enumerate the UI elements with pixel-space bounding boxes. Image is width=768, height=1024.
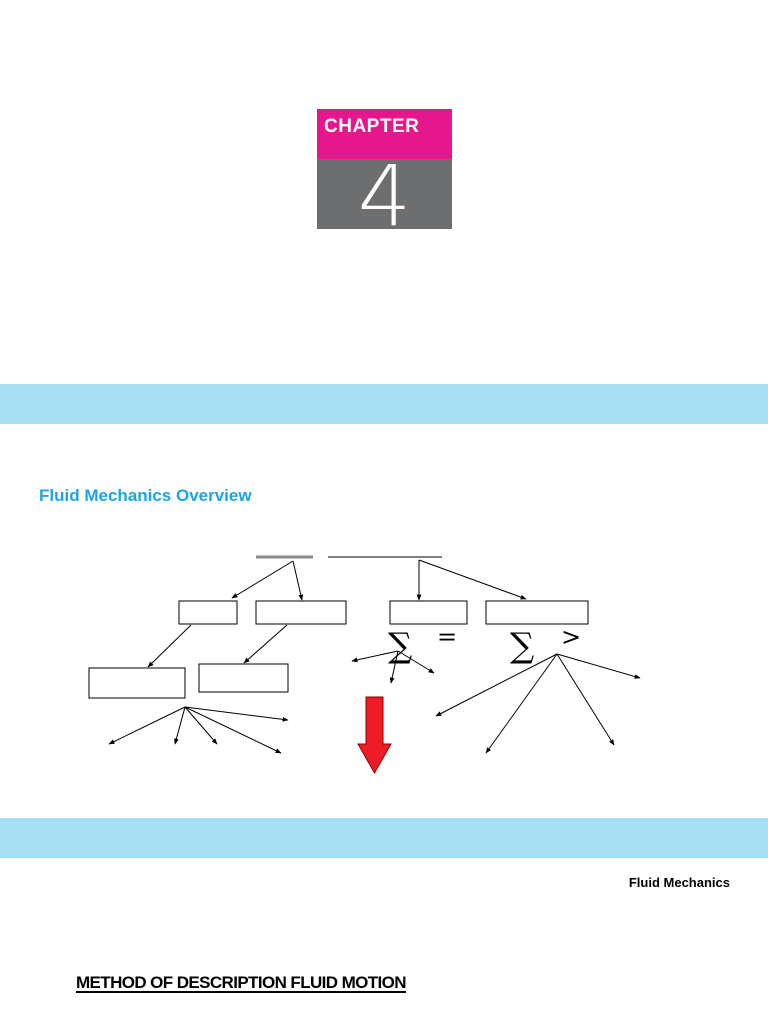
sum-left-arrow-2: [389, 650, 399, 684]
fan-arrow-5: [184, 706, 289, 722]
fan-arrow-1: [108, 706, 186, 745]
sum-symbol-left: ∑: [388, 626, 412, 666]
arrow-root-to-box-2: [292, 560, 304, 601]
arrow-box1-to-box5: [147, 624, 192, 668]
chapter-badge: CHAPTER 4: [317, 109, 452, 245]
greater-symbol: >: [561, 623, 581, 651]
overview-diagram: ∑ = ∑ >: [88, 555, 641, 775]
fan-arrow-4: [184, 706, 282, 754]
arrow-box2-to-box6: [243, 624, 288, 664]
diagram-box-1: [178, 600, 238, 625]
diagram-box-2: [255, 600, 347, 625]
sum-right-arrow-3: [556, 653, 615, 746]
arrow-root-to-box-4: [418, 559, 527, 600]
chapter-label: CHAPTER: [317, 109, 452, 159]
diagram-box-5: [88, 667, 186, 699]
sum-right-arrow-4: [556, 653, 641, 679]
arrow-root-to-box-1: [231, 560, 294, 599]
sum-right-arrow-1: [435, 653, 558, 717]
top-divider-band: [0, 384, 768, 424]
footer-label: Fluid Mechanics: [628, 875, 730, 890]
sum-left-arrow-1: [351, 650, 399, 663]
method-heading: METHOD OF DESCRIPTION FLUID MOTION: [76, 973, 407, 992]
chapter-number: 4: [357, 147, 412, 245]
red-down-arrow-icon: [357, 696, 392, 775]
sum-right-arrow-2: [485, 653, 558, 754]
diagram-box-4: [485, 600, 589, 625]
bottom-divider-band: [0, 818, 768, 858]
fan-arrow-3: [184, 706, 218, 745]
fan-arrow-2: [174, 706, 186, 745]
sum-symbol-right: ∑: [510, 626, 534, 666]
sum-left-arrow-3: [397, 650, 435, 674]
diagram-box-3: [389, 600, 468, 625]
overview-title: Fluid Mechanics Overview: [39, 486, 252, 505]
diagram-box-6: [198, 663, 289, 693]
equals-symbol: =: [437, 623, 457, 651]
chapter-number-panel: 4: [317, 147, 452, 245]
